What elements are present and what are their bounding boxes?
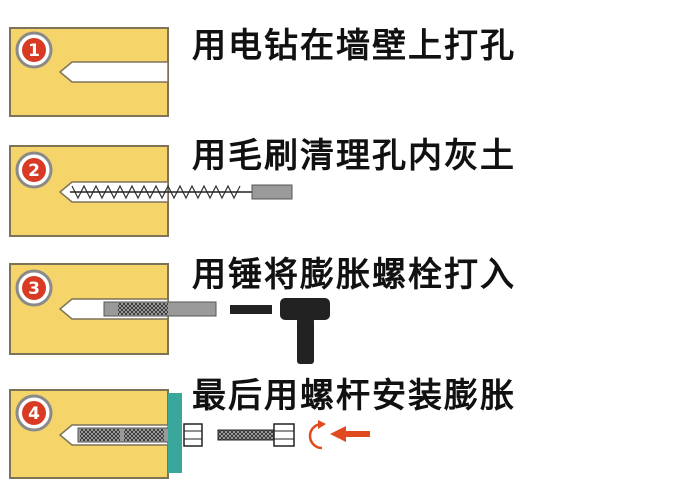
step-badge-4: 4: [15, 394, 53, 432]
step-badge-2: 2: [15, 151, 53, 189]
mounting-plate: [168, 393, 182, 473]
step-4-label: 最后用螺杆安装膨胀: [192, 376, 516, 416]
step-3-label: 用锤将膨胀螺栓打入: [192, 255, 516, 295]
step-badge-3: 3: [15, 269, 53, 307]
step-2-panel: 2: [9, 145, 293, 237]
anchor-pin-3: [230, 305, 272, 314]
hex-nut-installed: [183, 423, 203, 447]
step-number-4: 4: [28, 404, 40, 424]
insert-arrow-icon: [330, 426, 370, 442]
installed-anchor-4: [77, 427, 179, 443]
rotate-arrow-icon: [308, 420, 326, 450]
step-1-panel: 1: [9, 27, 169, 117]
step-number-3: 3: [28, 279, 40, 299]
step-2-label: 用毛刷清理孔内灰土: [192, 136, 516, 176]
step-number-1: 1: [28, 41, 40, 61]
hammer-icon: [280, 298, 330, 364]
expansion-anchor-3: [103, 301, 217, 317]
brush-icon: [70, 184, 293, 200]
step-number-2: 2: [28, 161, 40, 181]
step-3-panel: 3: [9, 263, 330, 364]
bolt-icon: [217, 423, 295, 447]
step-4-panel: 4: [9, 389, 370, 479]
drill-hole-1: [58, 61, 169, 83]
step-badge-1: 1: [15, 31, 53, 69]
step-1-label: 用电钻在墙壁上打孔: [192, 26, 516, 66]
